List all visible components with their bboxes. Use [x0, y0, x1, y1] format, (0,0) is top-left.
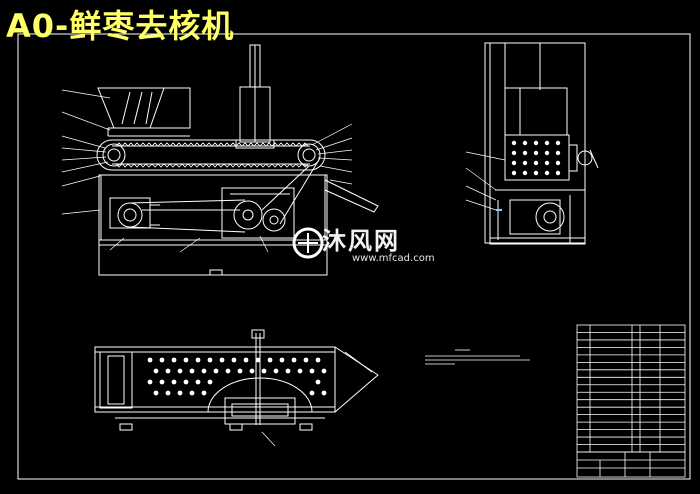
hole: [177, 368, 183, 374]
hole: [249, 368, 255, 374]
hole: [522, 160, 528, 166]
hole: [243, 357, 249, 363]
hole: [267, 357, 273, 363]
hole: [147, 357, 153, 363]
hole: [153, 368, 159, 374]
technical-notes: [425, 349, 530, 365]
hole: [544, 160, 550, 166]
side-hole-grid: [511, 140, 561, 176]
hole: [159, 379, 165, 385]
conveyor-belt: [96, 139, 326, 171]
hole: [279, 357, 285, 363]
callouts-right: [259, 123, 353, 253]
hole: [207, 379, 213, 385]
side-view: [465, 42, 599, 245]
hole: [207, 357, 213, 363]
parts-list: [576, 324, 686, 453]
hole: [165, 390, 171, 396]
hole: [285, 368, 291, 374]
hole: [315, 379, 321, 385]
hole: [315, 357, 321, 363]
hole: [225, 368, 231, 374]
hole: [177, 390, 183, 396]
hole: [183, 357, 189, 363]
hole: [555, 140, 561, 146]
hole: [555, 170, 561, 176]
top-hole-grid: [147, 357, 327, 396]
hole: [309, 390, 315, 396]
hole: [201, 368, 207, 374]
side-motor: [509, 199, 561, 235]
hole: [291, 357, 297, 363]
hole: [555, 160, 561, 166]
watermark-logo: [292, 227, 324, 259]
hole: [544, 170, 550, 176]
hole: [511, 160, 517, 166]
top-chute: [334, 346, 379, 413]
hole: [533, 160, 539, 166]
hole: [147, 379, 153, 385]
hole: [533, 170, 539, 176]
hole: [219, 357, 225, 363]
hole: [273, 368, 279, 374]
hole: [189, 368, 195, 374]
hole: [297, 368, 303, 374]
hole: [511, 150, 517, 156]
hole: [261, 368, 267, 374]
hole: [321, 368, 327, 374]
hole: [195, 357, 201, 363]
hole: [165, 368, 171, 374]
hole: [189, 390, 195, 396]
hole: [522, 150, 528, 156]
hole: [555, 150, 561, 156]
side-hopper: [504, 87, 568, 136]
discharge-chute: [324, 179, 379, 213]
drawing-title: A0-鲜枣去核机: [6, 7, 235, 45]
hole: [544, 140, 550, 146]
hole: [533, 150, 539, 156]
watermark-text: 沐风网: [322, 227, 400, 255]
side-frame: [484, 42, 586, 244]
hole: [511, 140, 517, 146]
callouts-left: [61, 89, 201, 253]
top-view: [94, 329, 379, 447]
hole: [303, 357, 309, 363]
front-view: [61, 44, 379, 276]
hole: [201, 390, 207, 396]
hole: [159, 357, 165, 363]
hole: [153, 390, 159, 396]
hole: [309, 368, 315, 374]
hole: [195, 379, 201, 385]
hole: [321, 390, 327, 396]
punch-column: [235, 44, 275, 149]
border-frame: [17, 33, 691, 480]
top-main-body: [94, 346, 336, 413]
hole: [237, 368, 243, 374]
hole: [544, 150, 550, 156]
hole: [171, 379, 177, 385]
hole: [522, 170, 528, 176]
frame-panel: [98, 174, 328, 241]
watermark-url: www.mfcad.com: [352, 253, 435, 264]
hopper: [97, 87, 191, 137]
hole: [171, 357, 177, 363]
hole: [522, 140, 528, 146]
hole: [533, 140, 539, 146]
hole: [231, 357, 237, 363]
drive-roller-left: [102, 143, 126, 167]
title-block: [576, 451, 686, 478]
hole: [213, 368, 219, 374]
hole: [183, 379, 189, 385]
hole: [255, 357, 261, 363]
hole: [511, 170, 517, 176]
gearbox: [221, 187, 295, 239]
